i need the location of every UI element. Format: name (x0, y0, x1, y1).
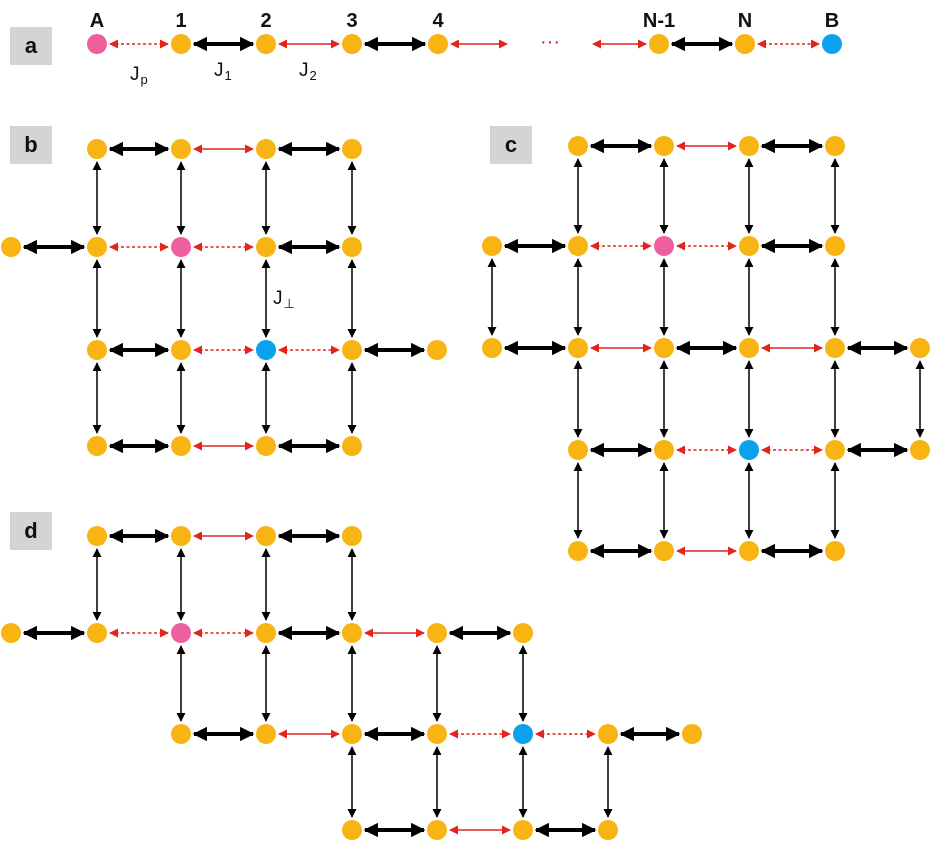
lattice-site (910, 440, 930, 460)
panel-b-label: b (10, 126, 52, 164)
lattice-site (598, 820, 618, 840)
chain-label-N-1: N-1 (643, 10, 675, 32)
lattice-site (825, 236, 845, 256)
lattice-site (482, 236, 502, 256)
lattice-site (910, 338, 930, 358)
chain-site (342, 34, 362, 54)
bonds-layer (22, 36, 925, 838)
chain-label-B: B (825, 10, 839, 32)
lattice-site (87, 340, 107, 360)
coupling-label-j1: J1 (214, 60, 232, 83)
sites-layer (1, 34, 930, 840)
lattice-site (739, 541, 759, 561)
chain-label-1: 1 (175, 10, 186, 32)
lattice-site (568, 136, 588, 156)
lattice-site (342, 724, 362, 744)
chain-label-3: 3 (346, 10, 357, 32)
lattice-site (87, 526, 107, 546)
target-site (739, 440, 759, 460)
lattice-site (739, 236, 759, 256)
lattice-site (513, 623, 533, 643)
chain-site (735, 34, 755, 54)
lattice-site (342, 340, 362, 360)
lattice-site (171, 436, 191, 456)
chain-label-N: N (738, 10, 752, 32)
lattice-site (256, 436, 276, 456)
coupling-label-j2: J2 (299, 60, 317, 83)
lattice-site (342, 436, 362, 456)
lattice-site (87, 237, 107, 257)
chain-label-4: 4 (432, 10, 444, 32)
coupling-label-jp: Jp (130, 64, 148, 87)
panel-c-letter: c (505, 132, 517, 157)
lattice-site (87, 139, 107, 159)
target-site (513, 724, 533, 744)
lattice-site (256, 623, 276, 643)
lattice-site (825, 338, 845, 358)
chain-site (649, 34, 669, 54)
lattice-site (171, 139, 191, 159)
chain-label-A: A (90, 10, 104, 32)
source-site (654, 236, 674, 256)
panel-d-letter: d (24, 518, 37, 543)
chain-label-2: 2 (260, 10, 271, 32)
source-site (171, 623, 191, 643)
lattice-site (256, 526, 276, 546)
lattice-site (825, 440, 845, 460)
coupling-label-jperp: J⊥ (273, 288, 295, 311)
chain-site (171, 34, 191, 54)
lattice-site (171, 724, 191, 744)
lattice-site (342, 237, 362, 257)
lattice-site (568, 236, 588, 256)
chain-site (428, 34, 448, 54)
lattice-site (427, 623, 447, 643)
lattice-site (568, 541, 588, 561)
lattice-site (568, 338, 588, 358)
lattice-site (739, 136, 759, 156)
lattice-site (256, 237, 276, 257)
lattice-site (1, 237, 21, 257)
lattice-site (482, 338, 502, 358)
lattice-site (427, 340, 447, 360)
panel-d-label: d (10, 512, 52, 550)
lattice-site (256, 724, 276, 744)
lattice-site (427, 724, 447, 744)
source-site (171, 237, 191, 257)
lattice-site (87, 436, 107, 456)
lattice-site (342, 139, 362, 159)
panel-a-label: a (10, 27, 52, 65)
lattice-site (1, 623, 21, 643)
chain-site (256, 34, 276, 54)
lattice-site (654, 440, 674, 460)
lattice-site (513, 820, 533, 840)
panel-c-label: c (490, 126, 532, 164)
lattice-site (171, 340, 191, 360)
lattice-site (171, 526, 191, 546)
lattice-site (342, 820, 362, 840)
lattice-site (256, 139, 276, 159)
lattice-site (87, 623, 107, 643)
lattice-site (342, 526, 362, 546)
lattice-site (654, 338, 674, 358)
chain-ellipsis: ··· (540, 31, 560, 53)
lattice-site (739, 338, 759, 358)
lattice-site (825, 136, 845, 156)
chain-site-B (822, 34, 842, 54)
lattice-site (598, 724, 618, 744)
lattice-site (682, 724, 702, 744)
lattice-site (427, 820, 447, 840)
target-site (256, 340, 276, 360)
lattice-site (342, 623, 362, 643)
panel-b-letter: b (24, 132, 37, 157)
lattice-site (568, 440, 588, 460)
panel-a-letter: a (25, 33, 38, 58)
lattice-site (654, 136, 674, 156)
lattice-site (825, 541, 845, 561)
chain-site-A (87, 34, 107, 54)
lattice-site (654, 541, 674, 561)
